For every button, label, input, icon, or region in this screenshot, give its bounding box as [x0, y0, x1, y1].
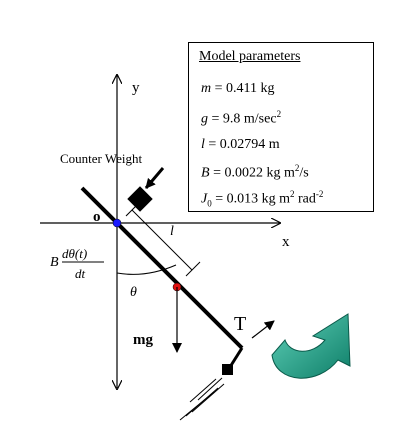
counter-weight-pointer	[144, 167, 165, 189]
origin-label: o	[93, 209, 101, 225]
thrust-arrow	[251, 320, 275, 339]
exhaust-lines	[179, 377, 225, 421]
counter-weight-block	[127, 186, 153, 212]
rod-end-hook	[228, 347, 244, 368]
length-dimension	[131, 209, 193, 271]
model-parameters-title: Model parameters	[199, 49, 301, 64]
gravity-label: mg	[133, 332, 153, 348]
param-gravity: g = 9.8 m/sec2	[201, 109, 282, 127]
pendulum-rod	[80, 186, 244, 350]
length-tick-end	[185, 261, 201, 277]
param-damping: B = 0.0022 kg m2/s	[201, 163, 309, 181]
param-inertia: J0 = 0.013 kg m2 rad-2	[201, 189, 324, 209]
param-length: l = 0.02794 m	[201, 137, 280, 152]
param-mass: m = 0.411 kg	[201, 81, 275, 96]
length-tick-start	[125, 203, 139, 217]
damping-coefficient: B	[50, 255, 59, 270]
thrust-label: T	[234, 313, 246, 335]
thruster-block	[222, 364, 233, 375]
damping-numerator: dθ(t)	[62, 246, 87, 261]
model-parameters-box: Model parameters m = 0.411 kg g = 9.8 m/…	[188, 42, 374, 212]
theta-label: θ	[130, 285, 137, 300]
y-axis-label: y	[132, 80, 140, 96]
origin-pivot-dot	[112, 218, 122, 228]
rotation-arrow-icon	[271, 313, 351, 379]
damping-denominator: dt	[75, 266, 86, 281]
counter-weight-label: Counter Weight	[60, 151, 143, 166]
length-label: l	[170, 224, 174, 239]
theta-arc	[116, 264, 177, 275]
x-axis-label: x	[282, 234, 290, 250]
